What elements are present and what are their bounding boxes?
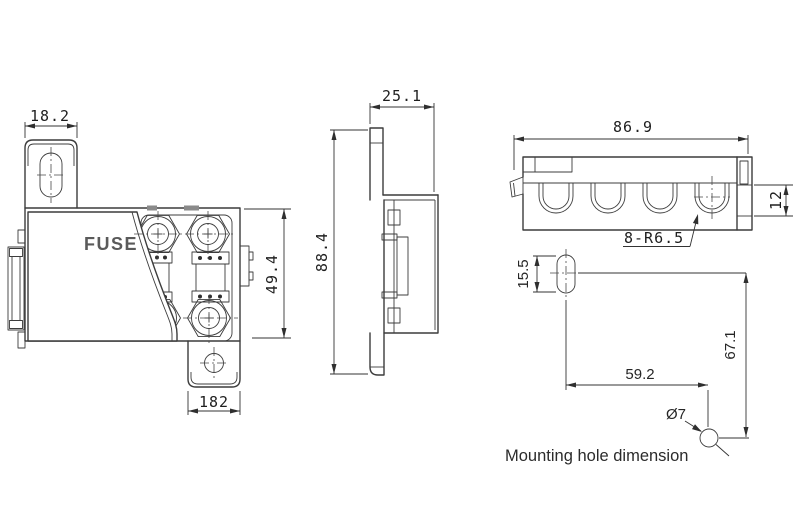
top-view: 8-R6.5 86.9 12 (509, 118, 793, 247)
top-tab (523, 157, 573, 173)
u-slot (694, 176, 730, 219)
side-view: 25.1 88.4 (313, 87, 439, 376)
tab-slot-hole (39, 152, 63, 198)
svg-text:86.9: 86.9 (613, 118, 653, 136)
mounting-tab-top (24, 139, 78, 209)
svg-text:Ø7: Ø7 (666, 406, 686, 423)
dim-mounting-hole-offset-x: 59.2 (565, 300, 709, 427)
side-tab-bottom (369, 332, 385, 376)
svg-text:15.5: 15.5 (515, 259, 532, 288)
svg-text:18.2: 18.2 (30, 107, 70, 125)
latch (509, 176, 524, 198)
side-outline (369, 127, 439, 334)
svg-text:25.1: 25.1 (382, 87, 422, 105)
fuse-element (191, 251, 230, 303)
svg-text:88.4: 88.4 (313, 232, 331, 272)
dim-side-overall-height: 88.4 (313, 129, 368, 375)
dim-mounting-slot-length: 15.5 (515, 255, 556, 293)
dim-top-overall-width: 86.9 (513, 118, 749, 170)
mounting-slot (550, 249, 582, 299)
svg-text:59.2: 59.2 (625, 366, 654, 383)
mounting-hole (699, 428, 719, 448)
svg-text:12: 12 (767, 190, 785, 210)
dim-front-body-height: 49.4 (244, 208, 291, 339)
left-connector (7, 229, 26, 349)
vent-slot (184, 205, 199, 211)
dim-side-depth: 25.1 (369, 87, 435, 192)
svg-text:49.4: 49.4 (263, 254, 281, 294)
mounting-hole-diagram: 15.5 67.1 59.2 Ø7 (505, 249, 749, 465)
side-clip (239, 245, 254, 287)
dim-mounting-hole-offset-y: 67.1 (578, 272, 749, 439)
top-outline (509, 156, 753, 231)
front-view: FUSE 18.2 49.4 (7, 107, 291, 415)
u-slot (642, 183, 678, 214)
fuse-label: FUSE (84, 234, 138, 254)
centerlines (134, 211, 238, 343)
u-slot (590, 183, 626, 214)
vent-slot (147, 205, 157, 211)
u-slot (538, 183, 574, 214)
fuse-cover (27, 211, 178, 342)
mounting-tab-bottom (187, 340, 241, 388)
svg-text:182: 182 (199, 393, 229, 411)
dim-top-flange-height: 12 (754, 184, 793, 217)
mounting-caption: Mounting hole dimension (505, 447, 688, 465)
mounting-hole-diameter-note: Ø7 (666, 406, 730, 457)
svg-text:67.1: 67.1 (722, 330, 739, 359)
svg-text:8-R6.5: 8-R6.5 (624, 229, 684, 247)
dim-front-top-tab-width: 18.2 (24, 107, 78, 138)
dim-front-bottom-tab-width: 182 (187, 391, 241, 415)
slot-radius-note: 8-R6.5 (623, 214, 699, 247)
side-details (381, 209, 409, 324)
